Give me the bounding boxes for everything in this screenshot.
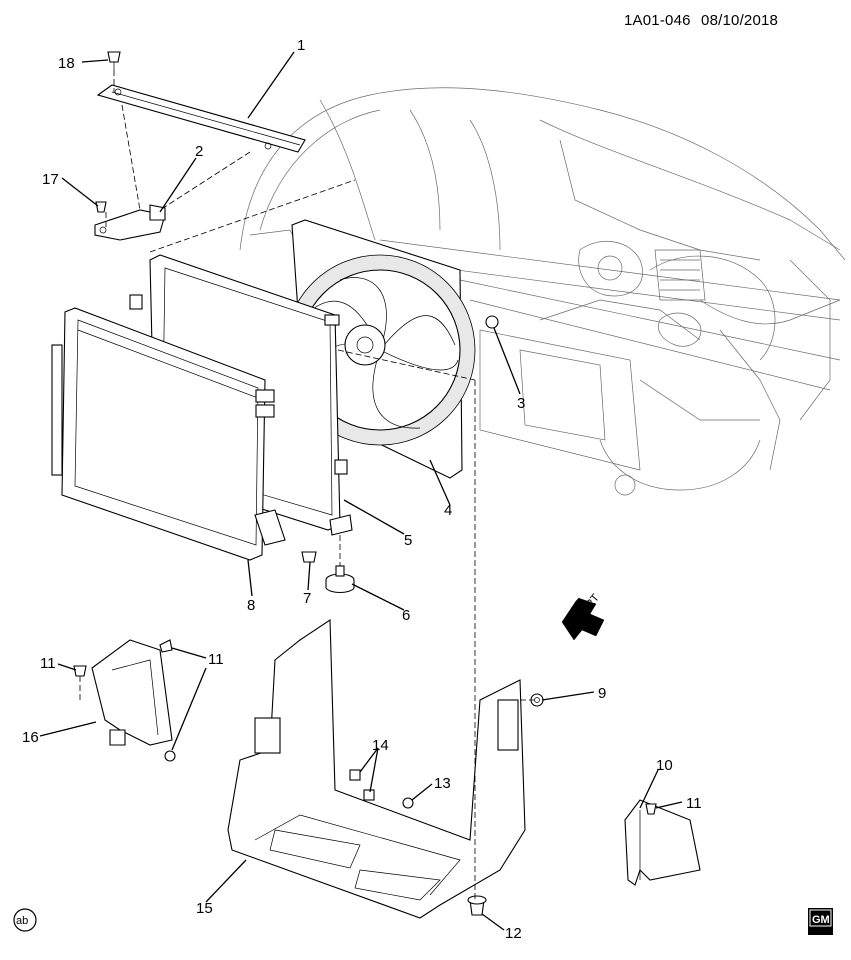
callout-11-center: 11: [208, 651, 224, 668]
callout-5: 5: [404, 532, 412, 549]
ab-badge-text: ab: [16, 915, 28, 927]
callout-9: 9: [598, 685, 606, 702]
callout-3: 3: [517, 395, 525, 412]
callout-10: 10: [656, 757, 673, 774]
part-17-bolt: [95, 201, 107, 213]
leader-lines: [39, 51, 683, 931]
callout-4: 4: [444, 502, 452, 519]
callout-8: 8: [247, 597, 255, 614]
callout-13: 13: [434, 775, 451, 792]
part-16-left-bracket: [91, 639, 173, 746]
callout-12: 12: [505, 925, 522, 942]
callout-labels: 1 2 3 4 5 6 7 8 9 10 11 11 11 12 13 14 1…: [22, 37, 702, 942]
drawing-id: 1A01-046: [624, 12, 691, 29]
part-11-fasteners: [73, 639, 657, 815]
callout-1: 1: [297, 37, 305, 54]
callout-11-left: 11: [40, 655, 56, 672]
front-direction-arrow: FRT: [561, 592, 605, 641]
gm-logo: GM: [808, 908, 833, 935]
callout-2: 2: [195, 143, 203, 160]
part-6-insulator: [325, 565, 355, 594]
gm-logo-text: GM: [812, 914, 830, 926]
part-13-nut: [402, 797, 414, 809]
ab-badge: ab: [13, 908, 37, 932]
callout-6: 6: [402, 607, 410, 624]
part-3-nut: [485, 315, 499, 329]
callout-7: 7: [303, 590, 311, 607]
frt-label: FRT: [579, 592, 602, 616]
part-upper-bracket: [94, 204, 166, 241]
callout-16: 16: [22, 729, 39, 746]
vehicle-front-structure: [239, 87, 846, 496]
part-7-bolt: [301, 551, 317, 563]
callout-11-right: 11: [686, 795, 702, 812]
part-10-right-bracket: [624, 799, 701, 886]
callout-15: 15: [196, 900, 213, 917]
part-lower-air-deflector: [227, 618, 526, 919]
drawing-date: 08/10/2018: [701, 12, 779, 29]
part-12-push-pin: [467, 895, 487, 916]
part-18-bolt: [107, 51, 121, 70]
part-upper-tie-bar-cover: [96, 84, 306, 153]
callout-18: 18: [58, 55, 75, 72]
drawing-id-header: 1A01-046 08/10/2018: [624, 12, 778, 29]
part-14-clips: [349, 769, 375, 801]
part-condenser: [51, 307, 286, 561]
callout-14: 14: [372, 737, 389, 754]
assembly-lines: [79, 70, 537, 900]
callout-17: 17: [42, 171, 59, 188]
